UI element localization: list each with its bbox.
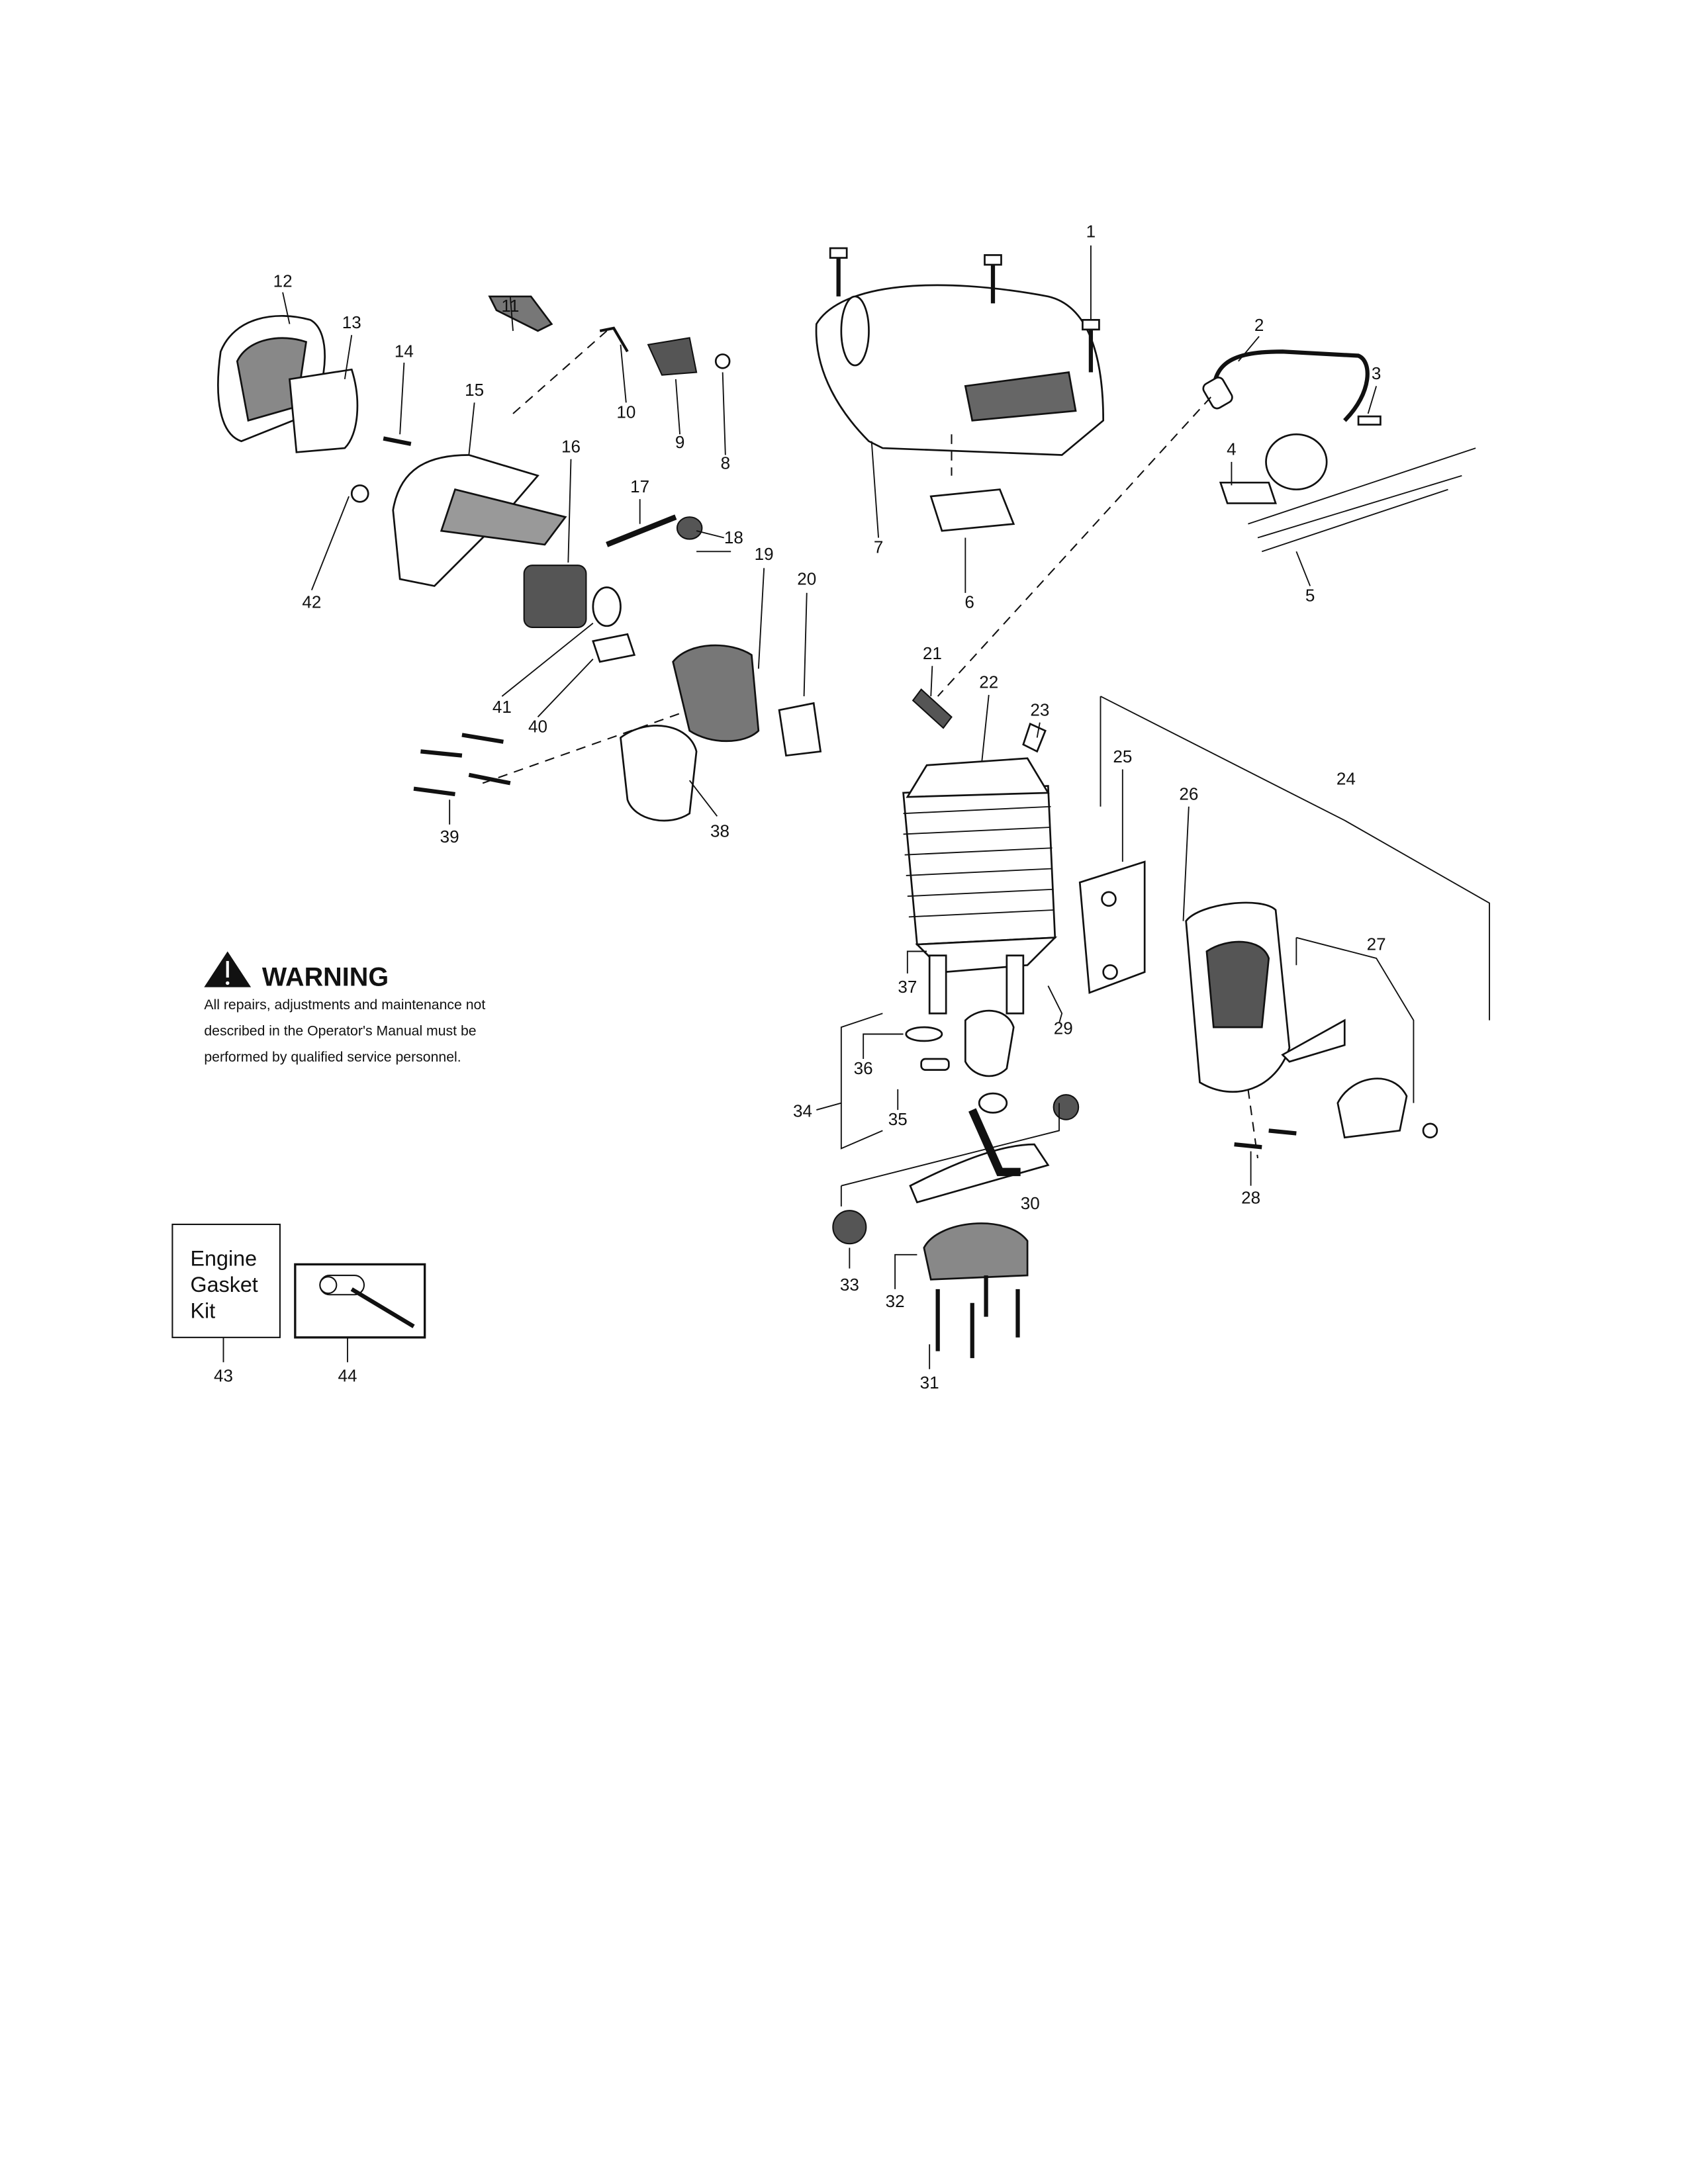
filter-gasket — [929, 488, 1015, 532]
kit-line-2: Gasket — [191, 1273, 258, 1297]
screws — [829, 247, 1100, 373]
kit-line-1: Engine — [191, 1246, 258, 1270]
bolts-31 — [935, 1275, 1020, 1359]
part-label-19: 19 — [755, 544, 774, 564]
bolts-39 — [413, 733, 511, 797]
part-label-25: 25 — [1113, 747, 1132, 766]
air-filter-group — [217, 295, 567, 587]
part-label-21: 21 — [923, 643, 942, 663]
part-label-11: 11 — [501, 296, 519, 316]
part-label-23: 23 — [1030, 700, 1049, 719]
part-label-10: 10 — [616, 402, 635, 422]
part-label-16: 16 — [561, 436, 581, 456]
part-label-6: 6 — [964, 592, 974, 612]
part-label-41: 41 — [492, 697, 512, 717]
leader-lines — [222, 245, 1490, 1369]
part-labels: 1 2 3 4 5 6 7 8 9 10 11 12 13 14 15 16 1… — [214, 221, 1386, 1392]
part-label-5: 5 — [1305, 585, 1315, 605]
engine-cover-group — [815, 247, 1105, 532]
part-label-35: 35 — [888, 1109, 908, 1129]
ignition-group — [1202, 349, 1476, 553]
part-label-20: 20 — [797, 569, 816, 588]
part-label-43: 43 — [214, 1366, 233, 1386]
part-label-40: 40 — [528, 716, 547, 736]
tool-box-44 — [294, 1263, 426, 1339]
part-label-18: 18 — [724, 527, 743, 547]
part-label-33: 33 — [840, 1275, 859, 1295]
warning-line-2: described in the Operator's Manual must … — [204, 1023, 476, 1039]
part-label-15: 15 — [465, 380, 484, 400]
part-label-8: 8 — [721, 453, 730, 473]
engine-gasket-kit-box: Engine Gasket Kit — [171, 1223, 281, 1338]
part-label-42: 42 — [302, 592, 321, 612]
warning-line-3: performed by qualified service personnel… — [204, 1049, 461, 1065]
part-label-34: 34 — [793, 1101, 812, 1121]
part-label-31: 31 — [920, 1373, 939, 1392]
wrench-tool-icon — [319, 1275, 415, 1328]
part-label-13: 13 — [342, 312, 361, 332]
part-label-26: 26 — [1179, 784, 1198, 803]
cover-opening — [840, 295, 870, 367]
warning-line-1: All repairs, adjustments and maintenance… — [204, 997, 485, 1013]
part-label-2: 2 — [1254, 315, 1264, 335]
warning-title: WARNING — [262, 963, 389, 992]
part-label-3: 3 — [1372, 363, 1381, 383]
part-label-7: 7 — [874, 537, 883, 557]
cylinder-group — [832, 688, 1080, 1359]
part-label-27: 27 — [1367, 934, 1386, 954]
part-label-1: 1 — [1086, 221, 1096, 241]
part-label-28: 28 — [1241, 1188, 1260, 1208]
kit-line-3: Kit — [191, 1299, 216, 1323]
part-label-14: 14 — [395, 341, 414, 361]
carburetor-group — [413, 326, 822, 822]
part-label-38: 38 — [710, 821, 729, 841]
part-label-30: 30 — [1021, 1193, 1040, 1213]
part-label-4: 4 — [1227, 439, 1236, 459]
part-label-9: 9 — [675, 432, 684, 452]
part-label-24: 24 — [1336, 768, 1356, 788]
muffler-group — [1078, 860, 1438, 1150]
cover-label-plate — [964, 371, 1077, 422]
part-label-29: 29 — [1054, 1019, 1073, 1038]
part-label-12: 12 — [273, 271, 293, 291]
part-label-39: 39 — [440, 827, 459, 846]
part-label-44: 44 — [338, 1366, 357, 1386]
part-label-37: 37 — [898, 977, 917, 997]
warning-notice: WARNING All repairs, adjustments and mai… — [204, 951, 485, 1065]
part-label-17: 17 — [630, 477, 649, 496]
part-label-22: 22 — [979, 672, 998, 692]
part-label-32: 32 — [886, 1291, 905, 1311]
part-label-36: 36 — [854, 1058, 873, 1078]
